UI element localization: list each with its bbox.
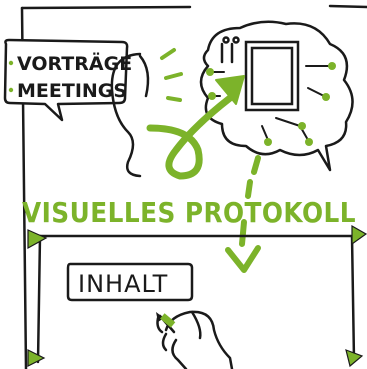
frame-corner-marks [27,224,367,368]
head-brain-icon [199,20,354,172]
down-arrow-head [225,245,261,273]
pen-body [160,313,176,328]
speech-bubble-icon: VORTRÄGE MEETINGS [3,38,132,122]
picture-frame-icon [244,40,300,112]
main-title: VISUELLES PROTOKOLL [22,196,356,229]
content-frame [36,234,356,364]
down-arrow-icon [239,155,261,247]
curly-arrow-head [215,75,245,105]
ear-icon [110,52,150,178]
circuit-nodes [206,62,336,146]
pen-tip [156,312,164,322]
sound-lines [160,48,183,102]
curly-arrow-icon [146,94,234,180]
inhalt-box: INHALT [66,262,194,302]
hand-pen-icon [156,310,234,369]
inhalt-label: INHALT [78,270,168,298]
bubble-line-2: MEETINGS [17,80,127,102]
